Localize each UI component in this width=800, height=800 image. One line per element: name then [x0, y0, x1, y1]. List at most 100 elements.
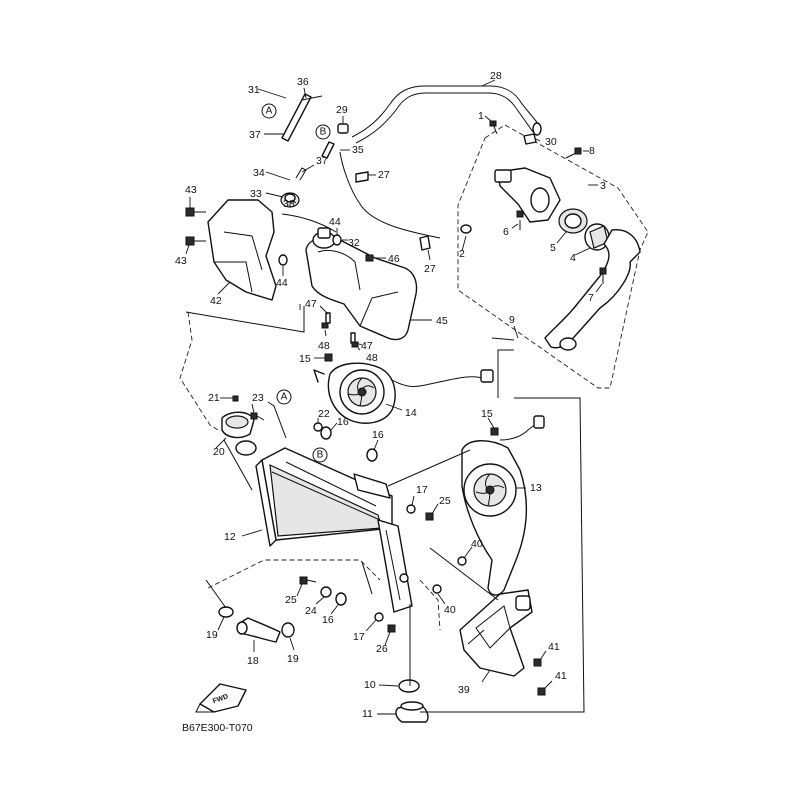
- bracket-39: [459, 589, 533, 677]
- part-label-20: 20: [213, 446, 225, 458]
- part-label-12: 12: [224, 531, 236, 543]
- part-label-17a: 17: [416, 484, 428, 496]
- part-label-22: 22: [318, 408, 330, 420]
- radiator-12: [235, 440, 413, 613]
- part-label-47a: 47: [305, 298, 317, 310]
- diagram-code: B67E300-T070: [182, 722, 253, 734]
- callout-text: A: [266, 106, 273, 117]
- callout-text: B: [320, 127, 327, 138]
- part-label-46: 46: [388, 253, 400, 265]
- part-label-17b: 17: [353, 631, 365, 643]
- part-label-24: 24: [305, 605, 317, 617]
- hose-28: [351, 85, 542, 144]
- part-labels: 31 36 37 29 28 1 30 8 3 35 27 34 37 33 3…: [175, 70, 606, 720]
- part-label-34: 34: [253, 167, 265, 179]
- clamp-19-icon: [218, 606, 295, 638]
- part-label-36: 36: [297, 76, 309, 88]
- nut-26-icon: [387, 624, 396, 633]
- part-label-37a: 37: [249, 129, 261, 141]
- part-label-30: 30: [545, 136, 557, 148]
- fwd-arrow-icon: FWD: [195, 683, 247, 713]
- part-label-41b: 41: [555, 670, 567, 682]
- thermostat-group: [457, 120, 649, 389]
- collar-22-icon: [313, 422, 323, 432]
- grommet-40-icon: [432, 556, 467, 594]
- hose-18: [236, 617, 281, 643]
- clamp-10-icon: [398, 679, 420, 693]
- bolt-41-icon: [533, 658, 546, 696]
- part-label-29: 29: [336, 104, 348, 116]
- bolt-43-icon: [185, 207, 206, 246]
- cover-42: [207, 199, 277, 301]
- part-label-40a: 40: [471, 538, 483, 550]
- part-label-11: 11: [362, 708, 373, 720]
- part-label-25a: 25: [285, 594, 297, 606]
- part-label-28: 28: [490, 70, 502, 82]
- part-label-44a: 44: [329, 216, 341, 228]
- part-label-37b: 37: [316, 155, 328, 167]
- routing-lines: [205, 337, 585, 713]
- cap-46-icon: [365, 254, 374, 262]
- callout-text: B: [317, 450, 324, 461]
- part-label-27a: 27: [378, 169, 390, 181]
- bolt-48-icon: [321, 322, 359, 348]
- clamp-27-icon: [355, 171, 431, 251]
- part-label-43b: 43: [175, 255, 187, 267]
- part-label-9: 9: [509, 314, 515, 326]
- bolt-8-icon: [565, 147, 582, 159]
- part-label-4: 4: [570, 252, 576, 264]
- bolt-23-icon: [250, 412, 265, 421]
- part-label-26: 26: [376, 643, 388, 655]
- part-label-48a: 48: [318, 340, 330, 352]
- part-label-7: 7: [588, 292, 594, 304]
- part-label-31: 31: [248, 84, 260, 96]
- part-label-10: 10: [364, 679, 376, 691]
- part-label-42: 42: [210, 295, 222, 307]
- part-label-16a: 16: [337, 416, 349, 428]
- bolt-15-icon: [324, 353, 499, 436]
- hose-36: [281, 93, 323, 142]
- part-label-2: 2: [459, 248, 465, 260]
- fan-14: [313, 362, 494, 424]
- part-label-32: 32: [348, 237, 360, 249]
- callout-b-mid: B: [312, 447, 328, 463]
- part-label-45: 45: [436, 315, 448, 327]
- part-label-3: 3: [600, 180, 606, 192]
- part-label-21: 21: [208, 392, 220, 404]
- cap-38: [280, 192, 300, 208]
- part-label-43a: 43: [185, 184, 197, 196]
- callout-b-top: B: [315, 124, 331, 140]
- part-label-14: 14: [405, 407, 417, 419]
- part-label-23: 23: [252, 392, 264, 404]
- bolt-25-icon: [299, 512, 434, 585]
- callout-a-mid: A: [276, 389, 292, 405]
- hose-11: [395, 701, 429, 723]
- clamp-29-icon: [337, 123, 349, 134]
- part-label-19b: 19: [287, 653, 299, 665]
- cap-20: [221, 411, 255, 439]
- part-label-16b: 16: [372, 429, 384, 441]
- part-label-19a: 19: [206, 629, 218, 641]
- part-label-48b: 48: [366, 352, 378, 364]
- part-label-16c: 16: [322, 614, 334, 626]
- part-label-38: 38: [283, 198, 295, 210]
- part-label-15b: 15: [481, 408, 493, 420]
- part-label-47b: 47: [361, 340, 373, 352]
- bolt-7-icon: [599, 267, 607, 284]
- part-label-6: 6: [503, 226, 509, 238]
- part-label-39: 39: [458, 684, 470, 696]
- bolt-21-icon: [232, 395, 239, 402]
- part-label-40b: 40: [444, 604, 456, 616]
- part-label-41a: 41: [548, 641, 560, 653]
- bolt-6-icon: [516, 210, 524, 230]
- part-label-25b: 25: [439, 495, 451, 507]
- callout-a-top: A: [261, 103, 277, 119]
- bolt-1-icon: [489, 120, 498, 135]
- part-label-5: 5: [550, 242, 556, 254]
- grommet-16-icon: [320, 426, 378, 606]
- part-label-27b: 27: [424, 263, 436, 275]
- part-label-13: 13: [530, 482, 542, 494]
- collar-17-icon: [374, 504, 416, 622]
